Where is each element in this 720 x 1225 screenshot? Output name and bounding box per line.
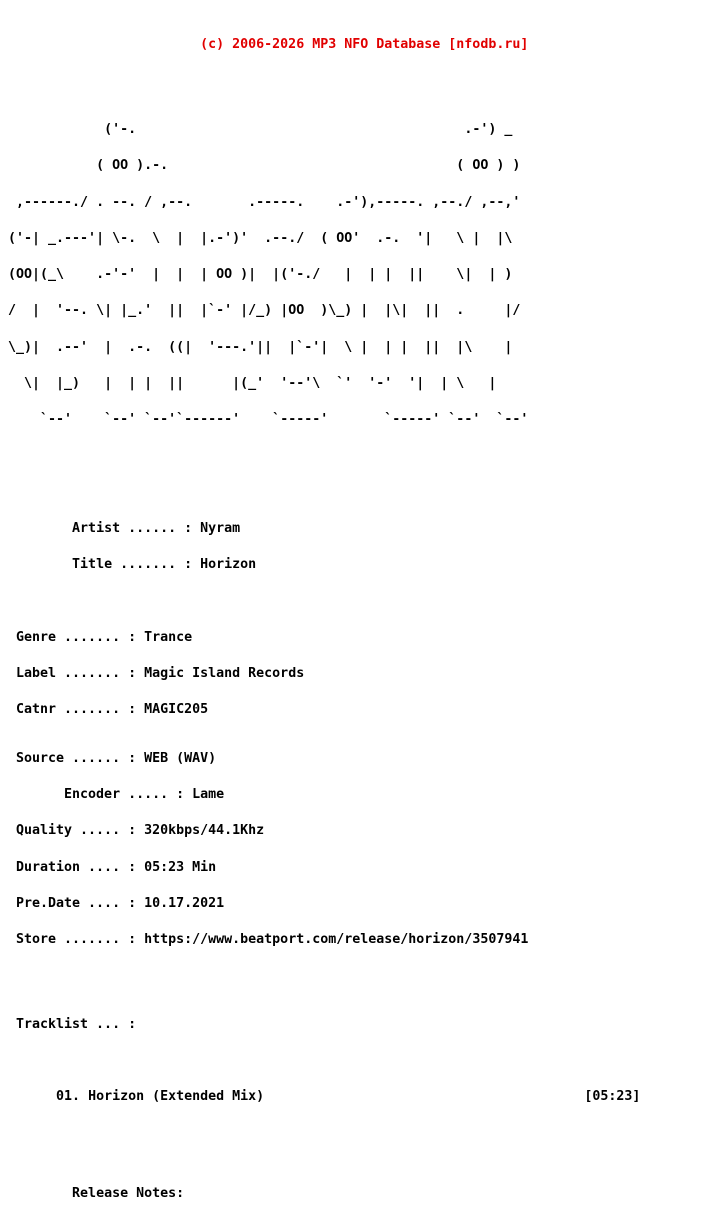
field-artist-label: Artist ...... :: [72, 521, 193, 537]
track-duration: [05:23]: [584, 1089, 641, 1105]
field-genre-label: Genre ....... :: [16, 629, 137, 645]
field-source-label: Source ...... :: [16, 750, 137, 766]
ascii-art-line: (OO|(_\ .-'-' | | | OO )| |('-./ | | | |…: [0, 267, 513, 283]
field-quality: Quality ..... : 320kbps/44.1Khz: [0, 823, 720, 839]
field-predate-value: 10.17.2021: [144, 895, 225, 911]
field-label-value: Magic Island Records: [144, 666, 305, 682]
field-encoder-value: Lame: [192, 787, 225, 803]
field-duration: Duration .... : 05:23 Min: [0, 859, 720, 875]
ascii-art-line: ( OO ).-. ( OO ) ): [0, 158, 521, 174]
field-artist-value: Nyram: [200, 521, 241, 537]
copyright-line: (c) 2006-2026 MP3 NFO Database [nfodb.ru…: [200, 37, 529, 53]
field-duration-label: Duration .... :: [16, 859, 137, 875]
field-duration-value: 05:23 Min: [144, 859, 217, 875]
field-predate: Pre.Date .... : 10.17.2021: [0, 895, 720, 911]
field-title: Title ....... : Horizon: [0, 557, 720, 573]
field-artist: Artist ...... : Nyram: [0, 521, 720, 537]
ascii-art-line: ,------./ . --. / ,--. .-----. .-'),----…: [0, 194, 521, 210]
ascii-art-line: ('-| _.---'| \-. \ | |.-')' .--./ ( OO' …: [0, 230, 513, 246]
track-title: Horizon (Extended Mix): [88, 1089, 265, 1105]
field-predate-label: Pre.Date .... :: [16, 895, 137, 911]
store-url: https://www.beatport.com/release/horizon…: [144, 932, 529, 948]
track-number: 01.: [56, 1089, 81, 1105]
field-source-value: WEB (WAV): [144, 750, 217, 766]
field-genre-value: Trance: [144, 629, 193, 645]
release-notes-header: Release Notes:: [72, 1186, 185, 1202]
ascii-art-line: / | '--. \| |_.' || |`-' |/_) |OO )\_) |…: [0, 303, 521, 319]
field-quality-value: 320kbps/44.1Khz: [144, 823, 265, 839]
field-label: Label ....... : Magic Island Records: [0, 666, 720, 682]
ascii-art-line: ('-. .-') _: [0, 121, 513, 137]
field-catnr: Catnr ....... : MAGIC205: [0, 702, 720, 718]
field-quality-label: Quality ..... :: [16, 823, 137, 839]
ascii-art-line: `--' `--' `--'`------' `-----' `-----' `…: [0, 412, 529, 428]
field-label-label: Label ....... :: [16, 666, 137, 682]
ascii-art-line: \| |_) | | | || |(_' '--'\ `' '-' '| | \…: [0, 375, 497, 391]
field-encoder-label: Encoder ..... :: [64, 787, 185, 803]
field-title-label: Title ....... :: [72, 557, 193, 573]
ascii-art-falcon-logo: ('-. .-') _ ( OO ).-. ( OO ) ) ,------./…: [0, 100, 720, 451]
field-encoder: Encoder ..... : Lame: [0, 787, 720, 803]
tracklist-header: Tracklist ... :: [16, 1016, 137, 1032]
tracklist-row: 01. Horizon (Extended Mix) [05:23]: [0, 1089, 720, 1105]
field-genre: Genre ....... : Trance: [0, 629, 720, 645]
ascii-art-line: \_)| .--' | .-. ((| '---.'|| |`-'| \ | |…: [0, 339, 513, 355]
field-store-label: Store ....... :: [16, 932, 137, 948]
field-store: Store ....... : https://www.beatport.com/…: [0, 932, 720, 948]
field-source: Source ...... : WEB (WAV): [0, 750, 720, 766]
field-catnr-label: Catnr ....... :: [16, 702, 137, 718]
field-title-value: Horizon: [200, 557, 257, 573]
field-catnr-value: MAGIC205: [144, 702, 209, 718]
